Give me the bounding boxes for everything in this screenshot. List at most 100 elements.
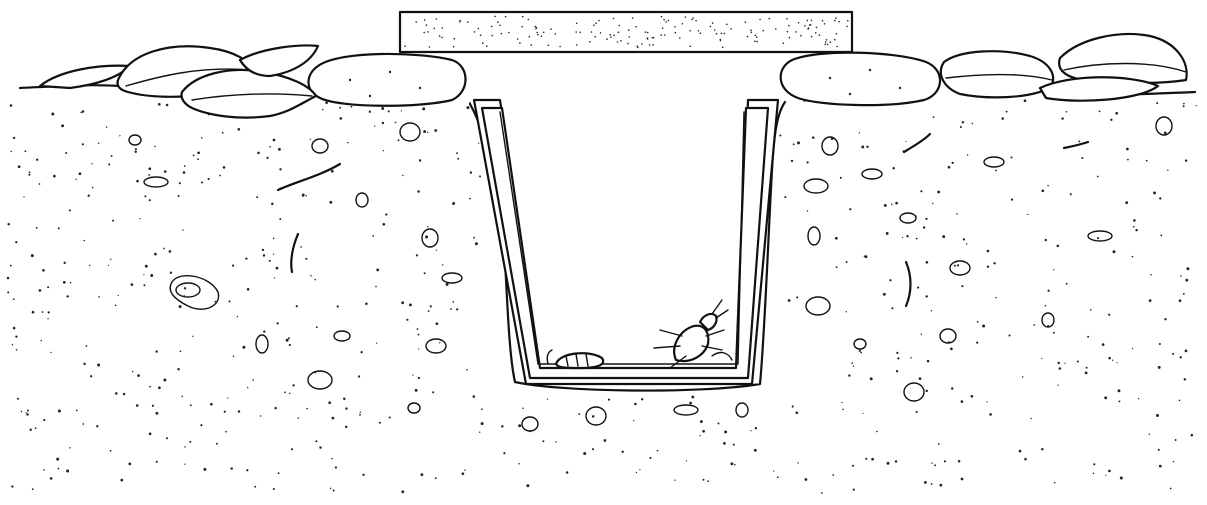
soil-dot [254, 486, 256, 488]
soil-dot [36, 227, 38, 229]
soil-dot [925, 295, 927, 297]
soil-dot [995, 297, 996, 298]
soil-dot [503, 452, 505, 454]
board-dot [722, 47, 724, 49]
board-dot [517, 38, 519, 40]
soil-dot [450, 308, 452, 310]
soil-dot [27, 410, 29, 412]
soil-dot [144, 195, 146, 197]
soil-dot [242, 346, 245, 349]
soil-dot [1117, 362, 1118, 363]
soil-dot [1164, 318, 1166, 320]
soil-dot [233, 355, 235, 357]
board-dot [541, 35, 543, 37]
board-dot [459, 21, 461, 23]
soil-dot [345, 407, 347, 409]
soil-dot [1030, 418, 1031, 419]
soil-dot [179, 305, 182, 308]
soil-dot [136, 180, 139, 183]
leaf-litter-left [40, 46, 318, 118]
soil-dot [291, 448, 293, 450]
soil-dot [1125, 201, 1128, 204]
soil-dot [98, 296, 100, 298]
soil-dot [86, 345, 88, 347]
soil-dot [1138, 398, 1139, 399]
soil-dot [197, 158, 199, 160]
soil-dot [889, 279, 891, 281]
soil-dot [360, 351, 362, 353]
soil-dot [247, 387, 248, 388]
soil-dot [422, 107, 425, 110]
pebble [586, 407, 606, 425]
soil-dot [69, 447, 70, 448]
pebble [144, 177, 168, 187]
soil-dot [473, 237, 475, 239]
soil-dot [58, 227, 60, 229]
board-dot [528, 19, 530, 21]
right-stone [781, 53, 940, 105]
board-dot [559, 46, 561, 48]
soil-dot [92, 187, 93, 188]
pebble [854, 339, 866, 349]
soil-dot [284, 391, 286, 393]
soil-dot [925, 390, 927, 392]
pebble [356, 193, 368, 207]
soil-dot [149, 432, 152, 435]
board-dot [529, 36, 531, 38]
board-dot [404, 45, 406, 47]
soil-dot [82, 143, 84, 145]
pebble [1042, 313, 1054, 327]
board-dot [548, 45, 550, 47]
board-dot [598, 20, 600, 22]
soil-dot [389, 416, 391, 418]
pebble [674, 405, 698, 415]
soil-dot [1180, 275, 1182, 277]
soil-dot [755, 427, 757, 429]
soil-dot [1132, 256, 1134, 258]
soil-dot [788, 299, 791, 302]
soil-dot [305, 258, 307, 260]
soil-dot [1081, 157, 1083, 159]
soil-dot [566, 471, 569, 474]
soil-dot [143, 274, 144, 275]
soil-dot [995, 170, 997, 172]
soil-dot [457, 158, 459, 160]
soil-dot [1159, 197, 1161, 199]
board-dot [836, 46, 838, 48]
soil-dot [1196, 105, 1197, 106]
soil-dot [170, 272, 172, 274]
soil-dot [16, 349, 18, 351]
soil-dot [197, 151, 200, 154]
soil-dot [302, 194, 305, 197]
soil-dot [372, 235, 374, 237]
soil-dot [434, 129, 437, 132]
soil-dot [542, 440, 544, 442]
soil-dot [1066, 111, 1068, 113]
soil-dot [784, 196, 786, 198]
soil-dot [703, 479, 705, 481]
soil-dot [925, 218, 927, 220]
board-dot [637, 45, 639, 47]
soil-dot [1102, 343, 1105, 346]
soil-dot [256, 196, 258, 198]
soil-dot [337, 305, 339, 307]
soil-dot [158, 386, 161, 389]
pebble [308, 371, 332, 389]
soil-dot [382, 122, 384, 124]
board-dot [754, 35, 756, 37]
soil-dot [475, 242, 478, 245]
board-dot [674, 26, 676, 28]
board-dot [632, 17, 634, 19]
soil-dot [883, 293, 886, 296]
soil-dot [430, 305, 432, 307]
pebble [984, 157, 1004, 167]
soil-dot [518, 424, 521, 427]
earthworm [278, 134, 1088, 306]
soil-dot [216, 443, 218, 445]
soil-dot [842, 409, 844, 411]
soil-dot [1120, 477, 1123, 480]
soil-dot [43, 469, 45, 471]
soil-dot [139, 218, 140, 219]
soil-dot [278, 472, 280, 474]
